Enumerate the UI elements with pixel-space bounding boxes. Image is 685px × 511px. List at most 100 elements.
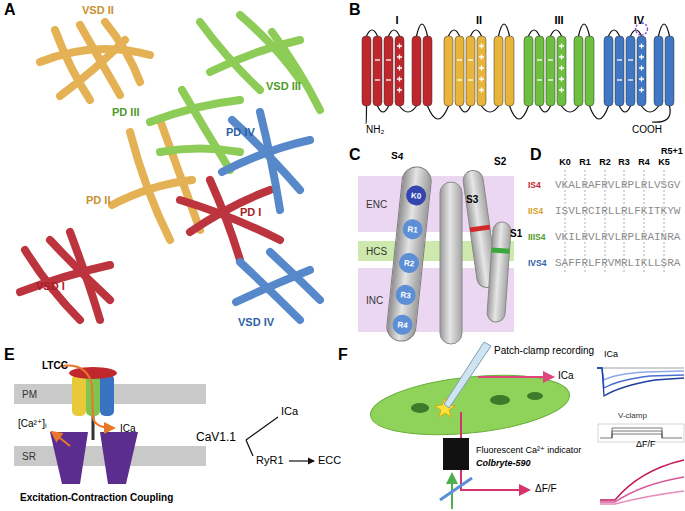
objective-lens	[443, 438, 469, 470]
charge-symbol	[639, 66, 644, 71]
charge-symbol	[397, 77, 402, 82]
s4-helix: S4K0R1R2R3R4	[385, 165, 433, 343]
charge-symbol	[457, 79, 462, 80]
residue-position: R1	[579, 158, 591, 168]
channel-label: LTCC	[42, 360, 68, 371]
charge-symbol	[397, 66, 402, 71]
current-label: ICa	[120, 423, 136, 434]
sequence: VKALRAFRVLRPLRLVSGV	[555, 179, 680, 191]
protein-ribbon	[150, 15, 320, 170]
ltcc-channel	[86, 374, 100, 416]
protein-ribbon	[70, 232, 100, 320]
ltcc-channel	[92, 414, 95, 440]
transmembrane-helix	[444, 36, 453, 106]
voltage-protocol	[598, 424, 684, 442]
alignment-guide	[565, 170, 566, 272]
charge-symbol	[386, 79, 391, 80]
domain-topology	[362, 23, 674, 124]
domain-label: PD III	[112, 106, 140, 118]
dye-name: Colbryte-590	[476, 459, 531, 469]
charge-symbol	[639, 55, 644, 60]
protein-ribbon	[210, 40, 300, 72]
band-label: INC	[366, 295, 383, 306]
muscle-cell	[368, 367, 573, 444]
method-label: Fluorescent Ca²⁺ indicator	[476, 446, 581, 456]
voltage-protocol	[598, 424, 684, 442]
domain-label: PD IV	[226, 126, 255, 138]
residue-position: K5	[658, 158, 670, 168]
fluorescence-trace	[600, 491, 684, 504]
charge-symbol	[468, 79, 473, 80]
membrane-band: SR	[14, 446, 206, 466]
charge-symbol	[548, 79, 553, 80]
muscle-cell	[527, 392, 543, 400]
protein-ribbon	[80, 25, 120, 95]
vsd-helix	[491, 247, 509, 253]
residue-position: R2	[599, 158, 611, 168]
protein-ribbon	[260, 112, 280, 210]
vsd-helix	[470, 225, 491, 233]
protein-ribbon	[190, 190, 270, 232]
current-trace	[597, 368, 684, 396]
charge-symbol	[617, 79, 622, 80]
segment-label: IIS4	[528, 207, 543, 216]
protein-ribbon	[270, 252, 320, 300]
calcium-flux-arrow	[52, 432, 70, 446]
transmembrane-helix	[557, 36, 566, 106]
calcium-flux-arrow	[60, 365, 114, 428]
band-label: SR	[22, 451, 36, 462]
membrane-band: PM	[14, 384, 206, 404]
protein-ribbon	[222, 112, 320, 320]
charge-symbol	[559, 77, 564, 82]
helix-label: S3	[466, 194, 478, 205]
segment-label: IVS4	[528, 259, 546, 268]
ltcc-channel	[72, 374, 86, 416]
function-label: ECC	[318, 454, 341, 466]
fluorescence-trace	[600, 477, 684, 502]
transmembrane-helix	[455, 36, 464, 106]
signal-arrow	[478, 376, 553, 378]
protein-ribbon	[40, 22, 200, 240]
protein-ribbon	[25, 250, 80, 320]
residue-position: K0	[559, 158, 571, 168]
charge-symbol	[479, 44, 484, 49]
protein-ribbon	[130, 132, 170, 240]
charge-symbol	[397, 44, 402, 49]
vsd-helix	[487, 221, 512, 322]
signal-label: ΔF/F	[636, 440, 656, 450]
function-bracket	[289, 460, 314, 461]
panel-letter: B	[349, 1, 361, 19]
charge-symbol	[559, 55, 564, 60]
domain-numeral: III	[554, 14, 563, 26]
vsd-helix	[462, 169, 498, 289]
protein-ribbon	[180, 200, 280, 240]
protein-ribbon	[200, 22, 260, 90]
gating-charge: R1	[402, 218, 424, 240]
transmembrane-helix	[395, 36, 404, 106]
transmembrane-helix	[466, 36, 475, 106]
fluorescence-trace	[600, 460, 684, 504]
charge-symbol	[628, 59, 633, 60]
current-label: ICa	[604, 350, 618, 360]
charge-symbol	[479, 88, 484, 93]
process-label: Excitation-Contraction Coupling	[20, 492, 173, 503]
segment-label: IS4	[528, 181, 541, 190]
charge-symbol	[468, 59, 473, 60]
vsd-helix	[440, 182, 462, 344]
charge-symbol	[537, 79, 542, 80]
membrane-region-band: INC	[358, 268, 514, 332]
gating-charge: R3	[395, 284, 417, 306]
ltcc-channel	[100, 374, 114, 416]
charge-symbol	[548, 59, 553, 60]
alignment-guide	[565, 170, 664, 272]
protein-ribbon	[20, 265, 110, 292]
transmembrane-helix	[423, 36, 432, 106]
excitation-light	[451, 474, 453, 509]
modification-mark	[636, 23, 648, 35]
vsd-helix	[487, 221, 512, 322]
transmembrane-helix	[654, 36, 663, 106]
current-trace	[597, 368, 684, 369]
method-label: Patch-clamp recording	[494, 345, 594, 356]
fluorescence-trace	[600, 460, 684, 500]
